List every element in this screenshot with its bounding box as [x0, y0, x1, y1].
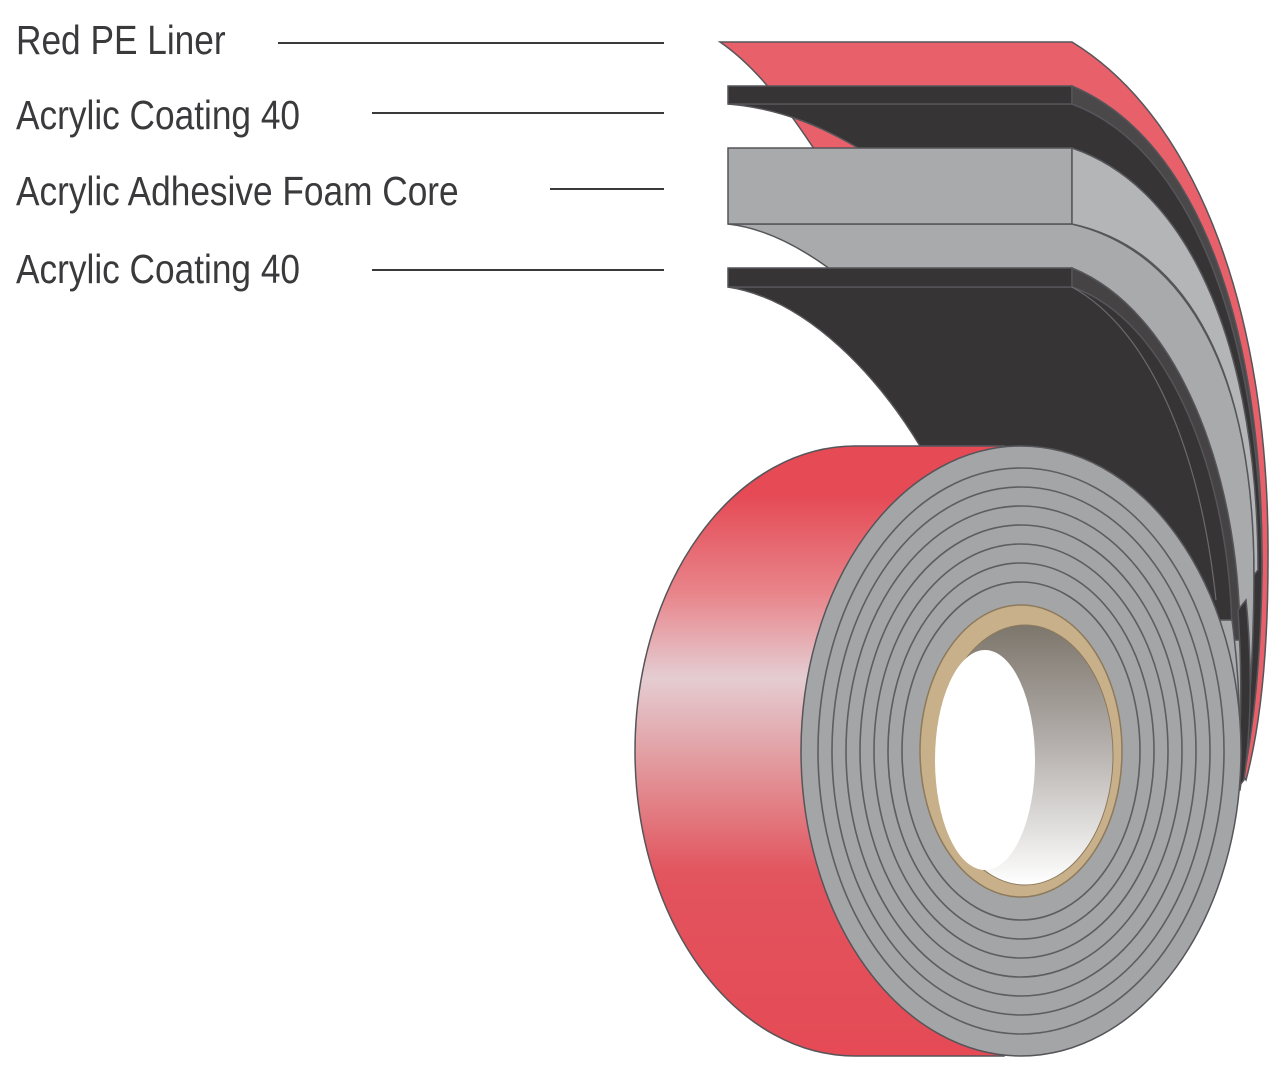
tape-roll-icon	[635, 446, 1241, 1056]
coating-top-edge	[728, 86, 1072, 104]
label-text-liner: Red PE Liner	[16, 18, 226, 64]
label-text-coating-bottom: Acrylic Coating 40	[16, 247, 300, 293]
label-foam-core: Acrylic Adhesive Foam Core	[16, 169, 664, 215]
label-acrylic-coating-bottom: Acrylic Coating 40	[16, 247, 664, 293]
label-text-coating-top: Acrylic Coating 40	[16, 93, 300, 139]
label-acrylic-coating-top: Acrylic Coating 40	[16, 93, 664, 139]
label-red-pe-liner: Red PE Liner	[16, 18, 664, 64]
label-text-foam-core: Acrylic Adhesive Foam Core	[16, 169, 459, 215]
coating-bottom-edge	[728, 268, 1072, 287]
roll-hole-opening	[935, 650, 1035, 870]
foam-core-front-face	[728, 148, 1072, 224]
